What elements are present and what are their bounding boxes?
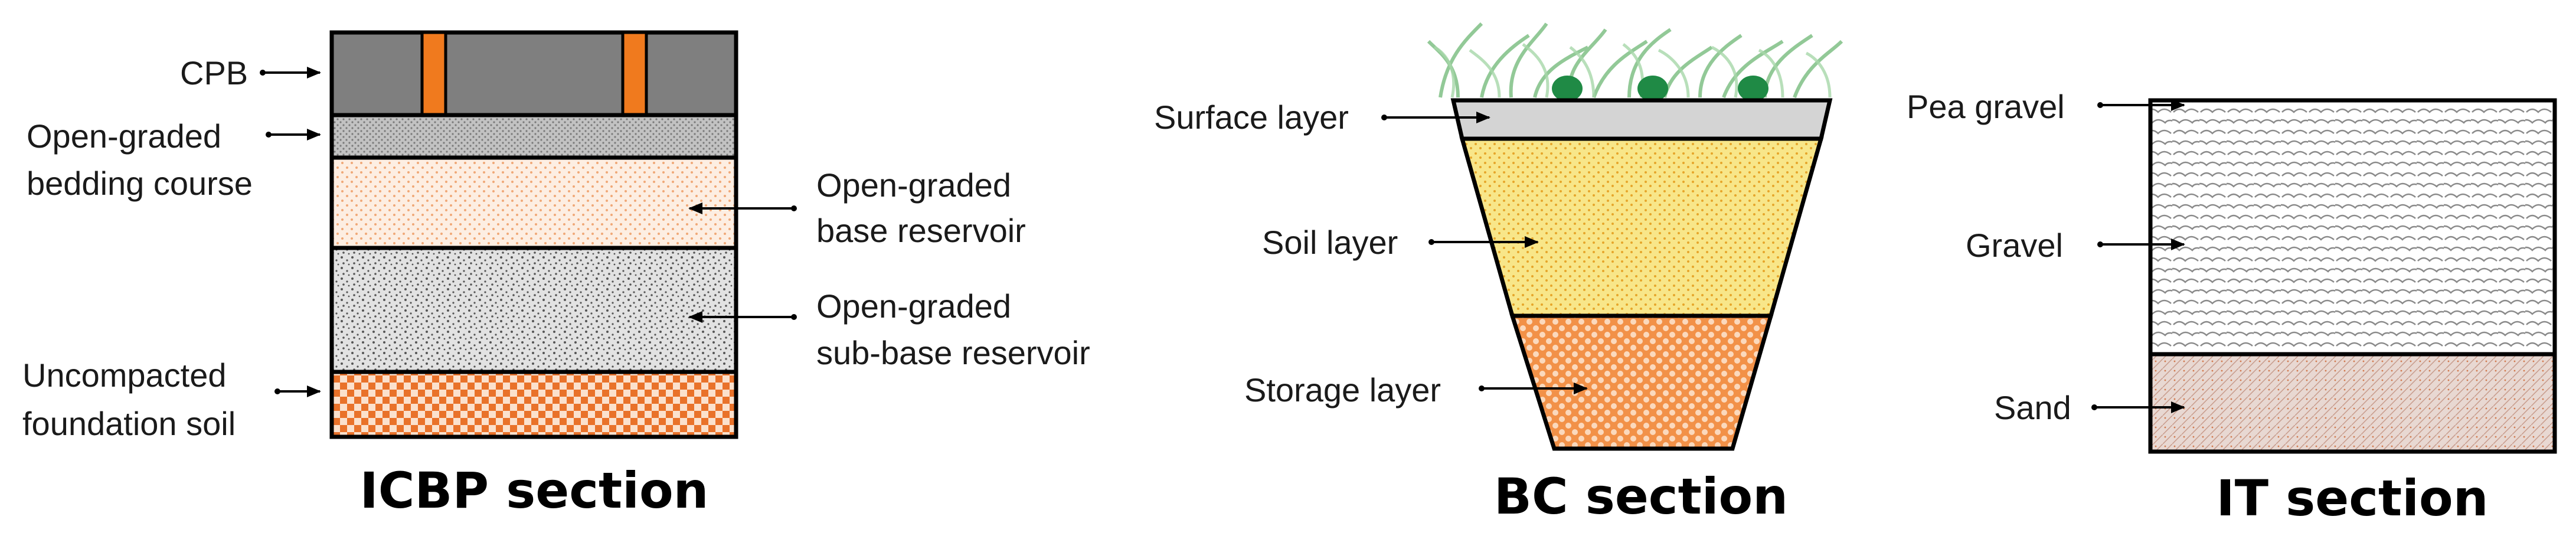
- icbp-label-bedding-2: bedding course: [27, 165, 253, 202]
- icbp-label-bedding-1: Open-graded: [27, 117, 221, 155]
- it-title: IT section: [2216, 469, 2488, 527]
- it-label-gravel: Gravel: [1966, 227, 2063, 264]
- it-gravel-layer: [2148, 98, 2557, 357]
- icbp-joint-left: [420, 31, 447, 117]
- icbp-label-subbase-2: sub-base reservoir: [816, 334, 1090, 371]
- bc-section: Surface layer Soil layer Storage layer B…: [1154, 22, 1843, 525]
- bc-label-surface: Surface layer: [1154, 99, 1349, 136]
- bc-label-storage: Storage layer: [1244, 371, 1441, 409]
- icbp-label-soil-1: Uncompacted: [22, 357, 227, 394]
- bc-label-soil: Soil layer: [1262, 224, 1398, 261]
- icbp-label-base-1: Open-graded: [816, 166, 1011, 204]
- icbp-label-cpb: CPB: [180, 54, 248, 92]
- bc-storage-layer: [1509, 313, 1774, 451]
- it-label-sand: Sand: [1994, 389, 2071, 426]
- icbp-label-base-2: base reservoir: [816, 212, 1026, 249]
- bc-surface-layer: [1450, 98, 1833, 141]
- icbp-joint-right: [621, 31, 648, 117]
- icbp-label-soil-2: foundation soil: [22, 405, 236, 442]
- icbp-title: ICBP section: [360, 462, 709, 519]
- icbp-subbase-layer: [329, 246, 738, 374]
- it-label-pea-gravel: Pea gravel: [1907, 88, 2065, 125]
- it-section: Pea gravel Gravel Sand IT section: [1907, 88, 2557, 527]
- icbp-bedding-layer: [329, 113, 738, 160]
- icbp-section: CPB Open-graded bedding course Uncompact…: [22, 30, 1090, 519]
- icbp-base-layer: [329, 155, 738, 250]
- icbp-cpb-layer: [329, 30, 738, 117]
- bc-title: BC section: [1494, 468, 1788, 525]
- icbp-soil-layer: [329, 370, 738, 439]
- bc-soil-layer: [1459, 136, 1824, 318]
- bc-grass-icon: [1427, 22, 1843, 102]
- icbp-label-subbase-1: Open-graded: [816, 287, 1011, 325]
- it-sand-layer: [2148, 352, 2557, 454]
